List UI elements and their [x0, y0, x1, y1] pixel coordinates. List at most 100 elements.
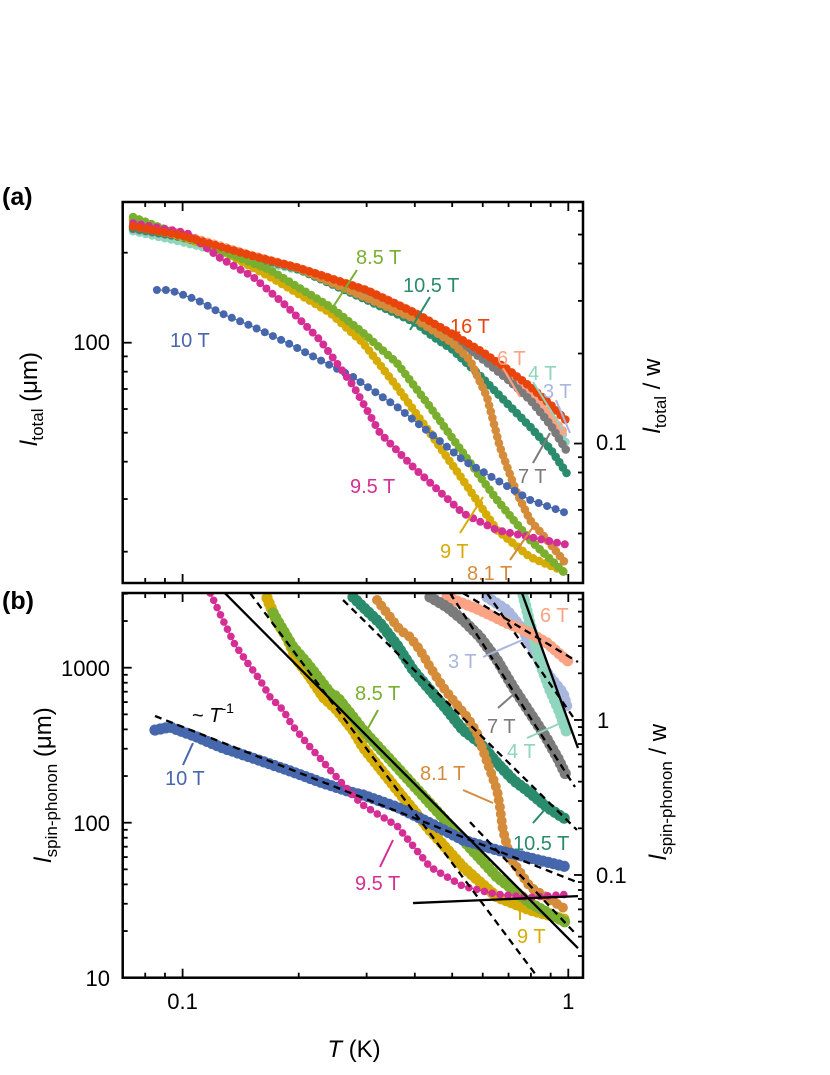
- data-point: [393, 822, 402, 831]
- series-label-b-4T: 4 T: [507, 741, 536, 763]
- y-axis-label-b-subscript: spin-phonon: [42, 764, 61, 858]
- data-point: [342, 372, 351, 381]
- series-label-b-10.5T: 10.5 T: [513, 833, 569, 855]
- data-point: [167, 229, 176, 238]
- data-point: [274, 295, 283, 303]
- data-point: [387, 818, 395, 826]
- data-point: [364, 383, 372, 392]
- data-point: [260, 328, 269, 337]
- leader-a-6T: [502, 367, 521, 398]
- data-point: [236, 265, 245, 274]
- data-point: [437, 489, 446, 498]
- data-point: [488, 889, 497, 897]
- series-8.1t: [372, 595, 568, 913]
- dashed-fit-line: [342, 599, 578, 831]
- data-point: [496, 890, 504, 899]
- data-point: [450, 877, 459, 885]
- series-9.5t: [129, 219, 569, 549]
- data-point: [560, 725, 572, 737]
- data-point: [290, 724, 299, 732]
- data-point: [179, 290, 188, 299]
- data-point: [432, 484, 441, 493]
- data-point: [343, 784, 351, 793]
- data-point: [400, 409, 409, 417]
- data-point: [537, 535, 546, 544]
- y-tick-label-b-100: 100: [73, 811, 110, 836]
- y2-axis-label-a-symbol: l: [639, 427, 666, 433]
- series-label-b-9.5T: 9.5 T: [355, 873, 400, 895]
- data-point: [326, 766, 335, 775]
- data-point: [366, 805, 375, 814]
- data-point: [534, 499, 543, 507]
- y2-axis-label-b-suffix: / w: [645, 723, 672, 761]
- data-point: [280, 300, 289, 309]
- data-point: [248, 666, 257, 674]
- dashed-fit-line: [469, 821, 578, 936]
- leader-b-8.1T: [462, 789, 494, 804]
- panel-a-frame: [121, 200, 585, 585]
- y2-tick-label-b-0.1: 0.1: [596, 863, 627, 888]
- leader-a-3T: [555, 399, 571, 434]
- data-point: [455, 506, 464, 514]
- y-tick-label-b-10: 10: [86, 966, 110, 991]
- data-point: [423, 860, 432, 868]
- data-point: [220, 618, 228, 626]
- series-label-a-3T: 3 T: [543, 381, 572, 403]
- data-point: [403, 456, 411, 465]
- fit-label-t-inverse: ~ T-1: [192, 700, 234, 727]
- data-point: [408, 841, 417, 850]
- data-point: [359, 801, 368, 810]
- y-tick-label-b-1000: 1000: [61, 656, 110, 681]
- panel-a-series-labels: 8.5 T 10.5 T 16 T 6 T 4 T 3 T 7 T 9.5 T …: [170, 247, 572, 585]
- panel-label-a: (a): [2, 183, 33, 211]
- data-point: [456, 454, 465, 463]
- data-point: [483, 521, 492, 530]
- data-point: [553, 538, 561, 547]
- panel-b-frame: [121, 591, 585, 979]
- leader-b-3T: [482, 637, 528, 658]
- data-point: [487, 472, 496, 481]
- series-label-b-9T: 9 T: [517, 926, 546, 948]
- data-point: [413, 847, 422, 856]
- y2-tick-label-a-0.1: 0.1: [596, 430, 627, 455]
- data-point: [319, 340, 328, 349]
- data-point: [414, 420, 423, 429]
- leader-b-7T: [497, 692, 516, 709]
- series-label-a-7T: 7 T: [518, 466, 547, 488]
- data-point: [262, 686, 270, 694]
- dashed-fit-line: [154, 714, 578, 884]
- dashed-fit-line: [249, 594, 539, 977]
- data-point: [333, 360, 342, 368]
- series-16t: [128, 222, 570, 424]
- data-point: [347, 379, 356, 388]
- series-label-b-3T: 3 T: [448, 651, 477, 673]
- data-point: [349, 373, 358, 381]
- dashed-fit-line: [462, 594, 579, 664]
- data-point: [398, 829, 407, 837]
- data-point: [244, 320, 253, 329]
- data-point: [442, 442, 451, 451]
- panel-b-series-labels: ~ T-1 10 T 8.5 T 9.5 T 8.1 T 10.5 T 9 T …: [165, 605, 569, 948]
- data-point: [378, 393, 387, 402]
- fit-label-prefix: ~: [192, 705, 209, 727]
- data-point: [465, 883, 473, 892]
- data-point: [282, 710, 290, 719]
- data-point: [128, 222, 138, 231]
- data-point: [311, 748, 319, 757]
- data-point: [529, 533, 538, 542]
- data-point: [252, 324, 261, 333]
- data-point: [560, 508, 568, 517]
- panel-label-b: (b): [2, 587, 34, 615]
- data-point: [219, 310, 228, 319]
- series-label-a-9T: 9 T: [440, 541, 469, 563]
- series-label-b-7T: 7 T: [487, 716, 516, 738]
- data-point: [297, 317, 306, 326]
- x-axis-label: T (K): [327, 1036, 380, 1063]
- data-point: [222, 257, 231, 266]
- data-point: [560, 540, 569, 549]
- data-point: [338, 366, 347, 375]
- data-point: [187, 293, 196, 302]
- data-point: [235, 646, 243, 655]
- data-point: [479, 468, 488, 477]
